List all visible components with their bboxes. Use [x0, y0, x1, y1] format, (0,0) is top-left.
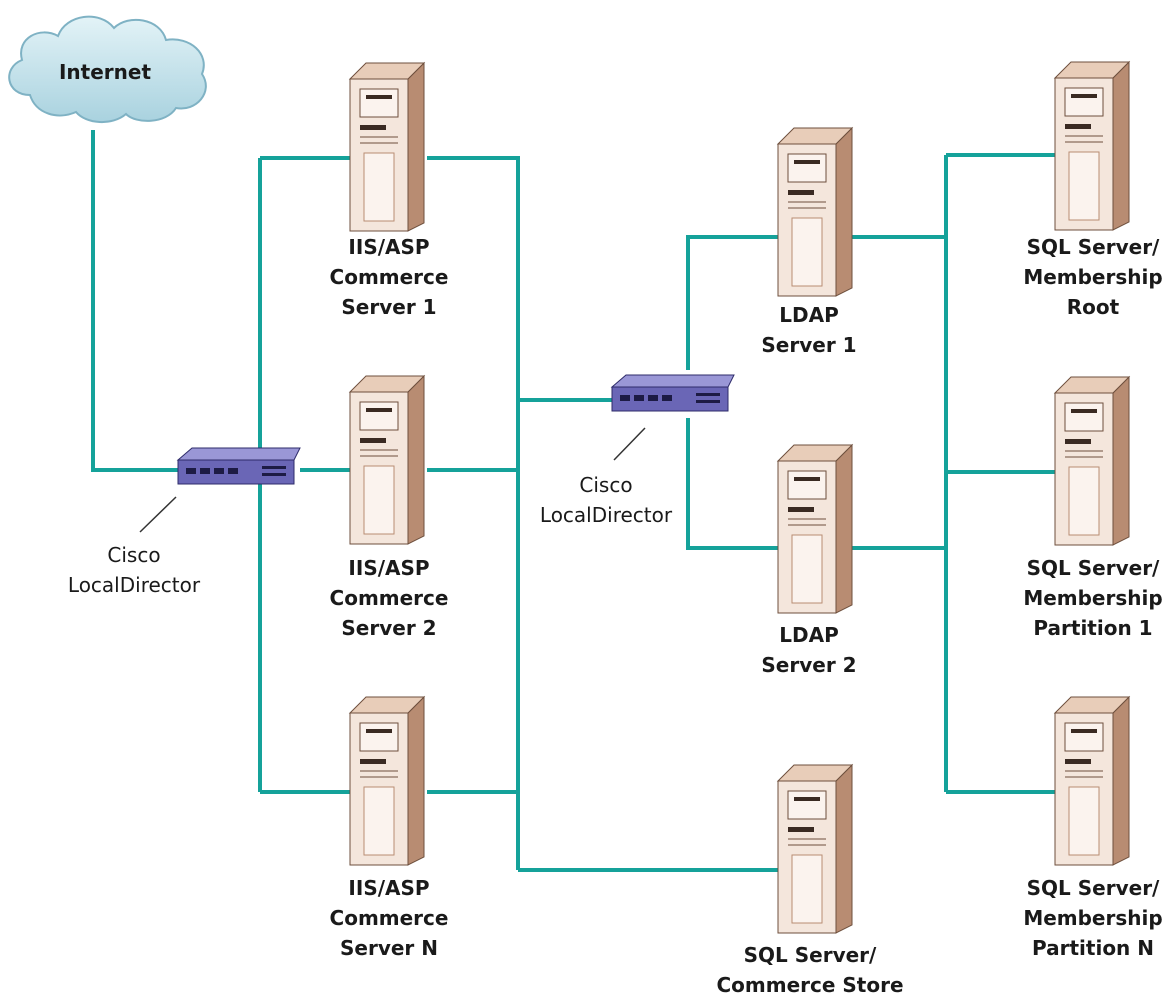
web-server-n-label-line-3: Server N: [339, 936, 438, 960]
sql-membership-partition-1-label: SQL Server/ Membership Partition 1: [1023, 553, 1162, 643]
sql-membership-partition-n-icon: [1053, 695, 1131, 866]
router-group: [176, 374, 735, 485]
sql-commerce-store-label-line-2: Commerce Store: [716, 973, 904, 997]
web-server-n-label-line-1: IIS/ASP: [348, 876, 430, 900]
web-server-2-label: IIS/ASP Commerce Server 2: [330, 553, 449, 643]
web-server-n-label: IIS/ASP Commerce Server N: [330, 873, 449, 963]
local-director-2-icon: [610, 374, 735, 412]
sql-membership-root-icon: [1053, 60, 1131, 231]
web-server-2-icon: [348, 374, 426, 545]
sql-commerce-store-label-line-1: SQL Server/: [743, 943, 877, 967]
sql-commerce-store-icon: [776, 763, 854, 934]
director-1-label: Cisco LocalDirector: [68, 540, 200, 600]
internet-cloud-icon: [8, 15, 207, 123]
sql-membership-partition-1-label-line-2: Membership: [1023, 586, 1162, 610]
link-director-2-to-ldap-1: [686, 235, 778, 370]
sql-membership-partition-1-icon: [1053, 375, 1131, 546]
web-server-n-label-line-2: Commerce: [329, 906, 449, 930]
web-server-2-label-line-2: Commerce: [329, 586, 449, 610]
sql-membership-partition-1-label-line-1: SQL Server/: [1026, 556, 1160, 580]
link-internet-to-director-1: [91, 130, 180, 472]
link-web-backbone: [427, 156, 520, 870]
sql-membership-partition-n-label-line-1: SQL Server/: [1026, 876, 1160, 900]
web-server-1-label-line-1: IIS/ASP: [348, 235, 430, 259]
link-director-2-to-ldap: [686, 418, 778, 550]
ldap-server-1-label-line-1: LDAP: [779, 303, 839, 327]
ldap-server-2-label: LDAP Server 2: [761, 620, 856, 680]
director-1-pointer-line: [139, 496, 177, 533]
web-server-2-label-line-1: IIS/ASP: [348, 556, 430, 580]
sql-membership-root-label-line-3: Root: [1066, 295, 1120, 319]
sql-membership-partition-n-label: SQL Server/ Membership Partition N: [1023, 873, 1162, 963]
web-server-n-icon: [348, 695, 426, 866]
ldap-server-2-label-line-1: LDAP: [779, 623, 839, 647]
web-server-1-icon: [348, 61, 426, 232]
internet-label: Internet: [58, 60, 152, 84]
sql-membership-root-label-line-2: Membership: [1023, 265, 1162, 289]
sql-membership-root-label-line-1: SQL Server/: [1026, 235, 1160, 259]
director-1-label-line-2: LocalDirector: [67, 573, 201, 597]
ldap-server-2-icon: [776, 443, 854, 614]
director-2-label-line-1: Cisco: [579, 473, 633, 497]
local-director-1-icon: [176, 447, 301, 485]
web-server-1-label-line-2: Commerce: [329, 265, 449, 289]
web-server-2-label-line-3: Server 2: [341, 616, 437, 640]
ldap-server-1-label: LDAP Server 1: [761, 300, 856, 360]
director-2-label-line-2: LocalDirector: [539, 503, 673, 527]
ldap-server-1-label-line-2: Server 1: [761, 333, 857, 357]
ldap-server-2-label-line-2: Server 2: [761, 653, 857, 677]
director-2-pointer-line: [613, 427, 646, 461]
director-2-label: Cisco LocalDirector: [540, 470, 672, 530]
sql-membership-partition-n-label-line-2: Membership: [1023, 906, 1162, 930]
server-group: [348, 60, 1131, 934]
sql-commerce-store-label: SQL Server/ Commerce Store: [716, 940, 903, 1000]
sql-membership-partition-n-label-line-3: Partition N: [1032, 936, 1154, 960]
sql-membership-partition-1-label-line-3: Partition 1: [1033, 616, 1153, 640]
web-server-1-label-line-3: Server 1: [341, 295, 437, 319]
network-links: [91, 130, 1055, 872]
web-server-1-label: IIS/ASP Commerce Server 1: [330, 232, 449, 322]
ldap-server-1-icon: [776, 126, 854, 297]
director-1-label-line-1: Cisco: [107, 543, 161, 567]
sql-membership-root-label: SQL Server/ Membership Root: [1023, 232, 1162, 322]
